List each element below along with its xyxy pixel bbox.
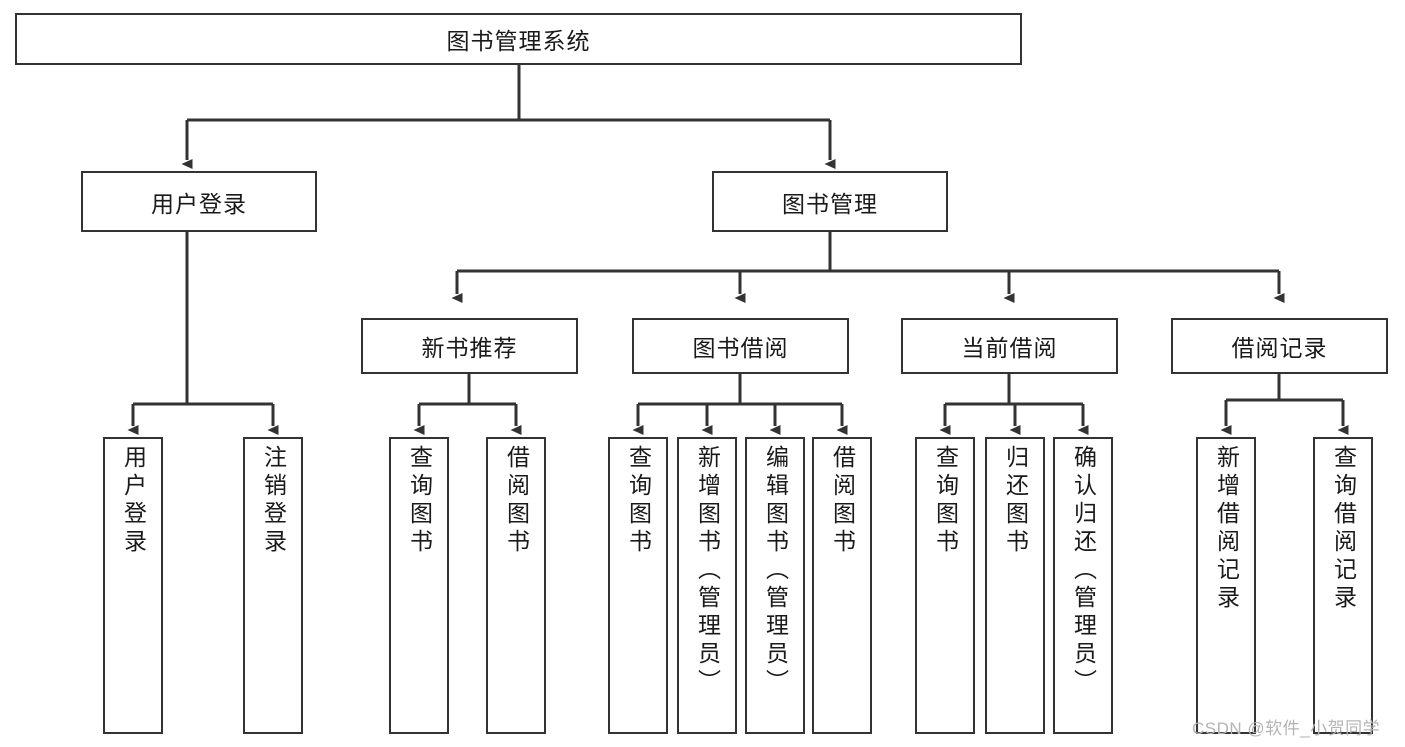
leaf-edit-book-label: 编辑图书（管理员） <box>762 445 789 697</box>
leaf-query-borrow-record[interactable]: 查询借阅记录 <box>1313 437 1373 734</box>
leaf-logout-login-label: 注销登录 <box>260 445 287 557</box>
leaf-query-book-3-label: 查询图书 <box>932 445 959 557</box>
node-book-manage-label: 图书管理 <box>782 190 878 217</box>
leaf-query-borrow-record-label: 查询借阅记录 <box>1330 445 1357 613</box>
node-new-book-recommend-label: 新书推荐 <box>421 335 518 361</box>
leaf-logout-login[interactable]: 注销登录 <box>243 437 303 734</box>
node-current-borrow-label: 当前借阅 <box>961 335 1058 361</box>
node-root[interactable]: 图书管理系统 <box>15 13 1022 65</box>
leaf-confirm-return-label: 确认归还（管理员） <box>1070 445 1097 697</box>
node-user-login[interactable]: 用户登录 <box>81 171 317 232</box>
node-book-borrow-label: 图书借阅 <box>692 335 789 361</box>
leaf-return-book[interactable]: 归还图书 <box>985 437 1045 734</box>
leaf-add-borrow-record-label: 新增借阅记录 <box>1213 445 1240 613</box>
node-user-login-label: 用户登录 <box>151 190 247 217</box>
leaf-borrow-book-2-label: 借阅图书 <box>829 445 856 557</box>
leaf-borrow-book-1-label: 借阅图书 <box>503 445 530 557</box>
leaf-query-book-1[interactable]: 查询图书 <box>389 437 449 734</box>
node-borrow-record-label: 借阅记录 <box>1231 335 1328 361</box>
leaf-query-book-2-label: 查询图书 <box>625 445 652 557</box>
leaf-add-borrow-record[interactable]: 新增借阅记录 <box>1196 437 1256 734</box>
leaf-borrow-book-1[interactable]: 借阅图书 <box>486 437 546 734</box>
node-new-book-recommend[interactable]: 新书推荐 <box>361 318 578 374</box>
leaf-query-book-2[interactable]: 查询图书 <box>608 437 668 734</box>
node-book-borrow[interactable]: 图书借阅 <box>632 318 849 374</box>
csdn-watermark: CSDN @软件_小贺同学 <box>1192 719 1381 738</box>
node-borrow-record[interactable]: 借阅记录 <box>1171 318 1388 374</box>
leaf-add-book[interactable]: 新增图书（管理员） <box>677 437 737 734</box>
leaf-return-book-label: 归还图书 <box>1002 445 1029 557</box>
leaf-add-book-label: 新增图书（管理员） <box>694 445 721 697</box>
leaf-borrow-book-2[interactable]: 借阅图书 <box>812 437 872 734</box>
leaf-query-book-1-label: 查询图书 <box>406 445 433 557</box>
node-book-manage[interactable]: 图书管理 <box>712 171 948 232</box>
node-current-borrow[interactable]: 当前借阅 <box>901 318 1118 374</box>
leaf-user-login[interactable]: 用户登录 <box>103 437 163 734</box>
node-root-label: 图书管理系统 <box>446 28 591 54</box>
leaf-confirm-return[interactable]: 确认归还（管理员） <box>1053 437 1113 734</box>
leaf-query-book-3[interactable]: 查询图书 <box>915 437 975 734</box>
leaf-edit-book[interactable]: 编辑图书（管理员） <box>745 437 805 734</box>
leaf-user-login-label: 用户登录 <box>120 445 147 557</box>
